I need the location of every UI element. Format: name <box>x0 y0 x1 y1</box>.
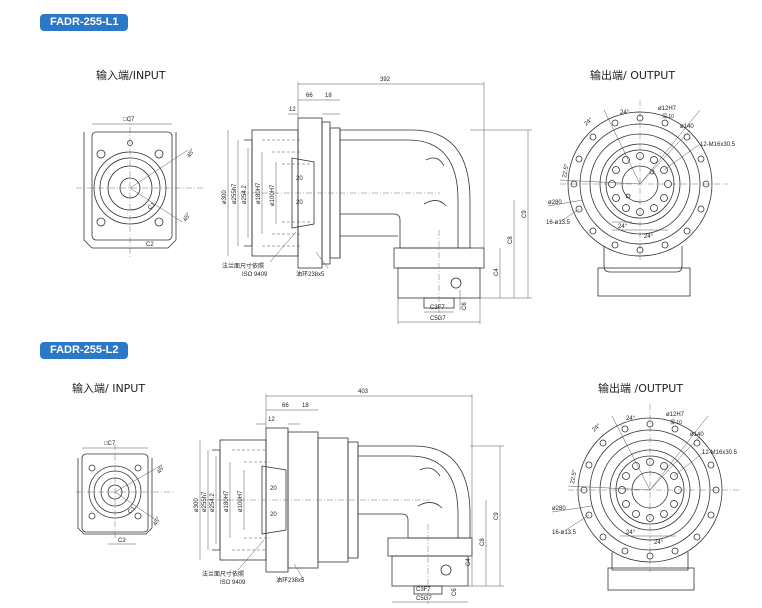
note-iso-2: ISO 9409 <box>220 580 246 586</box>
dim-d100-2: ø100H7 <box>238 490 244 512</box>
dim-angle-2: 45° <box>183 212 193 223</box>
dim-c3: C3F7 <box>430 305 445 311</box>
dim-d12h7: ø12H7 <box>658 106 677 112</box>
dim-c6-2: C6 <box>452 588 458 596</box>
dim-angle-22-5: 22.5° <box>562 163 570 178</box>
dim-20a: 20 <box>296 176 303 182</box>
dim-length: 392 <box>380 77 391 83</box>
dim-c5-2: C5G7 <box>416 596 432 602</box>
dim-length-2: 403 <box>358 389 369 395</box>
note-oring: 油环238x5 <box>296 270 325 278</box>
dim-18-2: 18 <box>302 403 309 409</box>
dim-c6: C6 <box>462 302 468 310</box>
input-end-view: □C7 45° 45° C2 C1 <box>76 116 205 258</box>
dim-20b-2: 20 <box>270 512 277 518</box>
dim-20b: 20 <box>296 200 303 206</box>
side-view-2: 403 66 18 12 20 20 ø300 ø255h7 ø254.2 ø1… <box>194 389 504 604</box>
dim-angle-24-b2-2: 24° <box>654 540 664 546</box>
dim-d140-2: ø140 <box>690 432 704 438</box>
dim-square: □C7 <box>123 117 135 123</box>
model-badge: FADR-255-L1 <box>40 14 129 31</box>
dim-c8-2: C8 <box>480 538 486 546</box>
dim-c9: C9 <box>522 210 528 218</box>
note-flange: 法兰面尺寸依照 <box>222 262 264 270</box>
input-view-title: 输入端/INPUT <box>96 69 166 82</box>
dim-66: 66 <box>306 93 313 99</box>
dim-angle-24-b2: 24° <box>644 234 654 240</box>
dim-d300: ø300 <box>222 190 228 204</box>
note-iso: ISO 9409 <box>242 272 268 278</box>
dim-d280-2: ø280 <box>552 506 566 512</box>
dim-angle-2a: 45° <box>157 464 167 475</box>
dim-c1-2: C1 <box>127 505 137 515</box>
dim-c2-2: C2 <box>118 538 126 544</box>
dim-d12h7-2: ø12H7 <box>666 412 685 418</box>
dim-depth-2: 深 10 <box>670 419 682 426</box>
dim-c8: C8 <box>508 236 514 244</box>
dim-c4-2: C4 <box>466 558 472 566</box>
dim-c9-2: C9 <box>494 512 500 520</box>
dim-square-2: □C7 <box>104 441 116 447</box>
dim-angle-2b: 45° <box>153 516 163 527</box>
input-view-title-2: 输入端/ INPUT <box>72 382 146 395</box>
inner-thread-holes <box>608 152 672 216</box>
dim-d255: ø255h7 <box>232 183 238 204</box>
dim-d255-2: ø255h7 <box>202 491 208 512</box>
dim-angle-22-5-2: 22.5° <box>570 469 578 484</box>
output-end-view: 24° 24° ø12H7 深 10 ø140 12-M16x30.5 22.5… <box>546 100 736 297</box>
input-end-view-2: □C7 45° 45° C2 C1 <box>76 441 175 545</box>
dim-holes-2: 16-ø13.5 <box>552 530 577 536</box>
dim-d280: ø280 <box>548 200 562 206</box>
side-view: 392 66 18 12 20 20 ø300 ø255h7 ø254.2 ø1… <box>222 77 532 324</box>
outer-bolt-holes-2 <box>580 420 720 560</box>
dim-angle-24-left-2: 24° <box>591 423 602 434</box>
dim-d100: ø100H7 <box>270 184 276 206</box>
dim-d140: ø140 <box>680 124 694 130</box>
inner-thread-holes-2 <box>618 458 682 522</box>
dim-d180-2: ø180H7 <box>224 490 230 512</box>
output-end-view-2: 24° 24° ø12H7 深 10 ø140 12-M16x30.5 22.5… <box>551 404 740 591</box>
dim-20a-2: 20 <box>270 486 277 492</box>
dim-d180: ø180H7 <box>256 182 262 204</box>
dim-thread-2: 12-M16x30.5 <box>702 450 738 456</box>
note-oring-2: 油环238x5 <box>276 576 305 584</box>
dim-angle-24-b1: 24° <box>618 224 628 230</box>
dim-d254-2: ø254.2 <box>210 493 216 512</box>
dim-angle-24-left: 24° <box>583 117 594 128</box>
note-flange-2: 法兰面尺寸依照 <box>202 570 244 578</box>
dim-holes: 16-ø13.5 <box>546 220 571 226</box>
dim-12: 12 <box>289 107 296 113</box>
outer-bolt-holes <box>570 114 710 254</box>
dim-angle-24-b1-2: 24° <box>626 530 636 536</box>
model-badge-2: FADR-255-L2 <box>40 342 129 359</box>
dim-c2: C2 <box>146 242 154 248</box>
dim-d300-2: ø300 <box>194 498 200 512</box>
dim-depth: 深 10 <box>662 113 674 120</box>
dim-66-2: 66 <box>282 403 289 409</box>
output-view-title-2: 输出端 /OUTPUT <box>598 382 684 395</box>
dim-c5: C5G7 <box>430 316 446 322</box>
output-view-title: 输出端/ OUTPUT <box>590 69 676 82</box>
dim-c3-2: C3F7 <box>416 587 431 593</box>
dim-angle-24-top: 24° <box>620 110 630 116</box>
dim-angle-24-top-2: 24° <box>626 416 636 422</box>
dim-c4: C4 <box>494 268 500 276</box>
dim-12-2: 12 <box>268 417 275 423</box>
dim-c1: C1 <box>147 201 157 211</box>
dim-18: 18 <box>325 93 332 99</box>
dim-thread: 12-M16x30.5 <box>700 142 736 148</box>
dim-angle: 45° <box>187 148 197 159</box>
dim-d254: ø254.2 <box>242 185 248 204</box>
